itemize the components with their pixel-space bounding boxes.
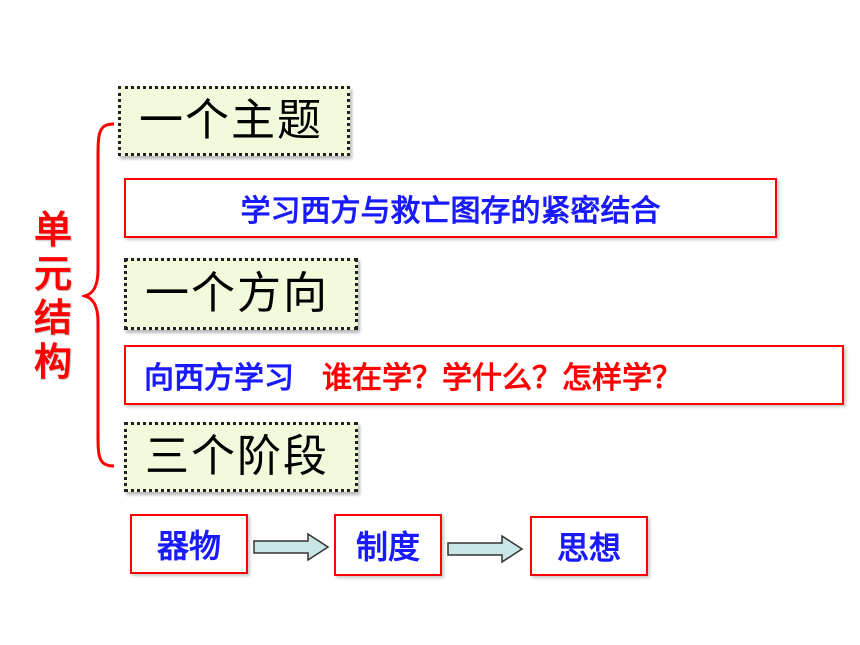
stage-box-2: 制度 <box>334 514 442 576</box>
stages-heading: 三个阶段 <box>145 431 329 482</box>
theme-heading-box: 一个主题 <box>118 86 350 156</box>
direction-content-part1: 向西方学习 <box>144 361 294 396</box>
theme-content-box: 学习西方与救亡图存的紧密结合 <box>124 178 777 238</box>
direction-content-box: 向西方学习 谁在学？学什么？怎样学？ <box>124 345 844 405</box>
unit-structure-label: 单 元 结 构 <box>28 208 78 384</box>
direction-heading: 一个方向 <box>145 268 329 319</box>
direction-content-part2: 谁在学？学什么？怎样学？ <box>322 361 682 396</box>
stage-box-1: 器物 <box>130 514 248 574</box>
label-char-4: 构 <box>33 340 72 384</box>
stage-box-3: 思想 <box>530 516 648 576</box>
stages-heading-box: 三个阶段 <box>124 422 358 492</box>
theme-heading: 一个主题 <box>139 95 323 146</box>
stage-label-1: 器物 <box>156 527 221 565</box>
brace-icon <box>82 122 115 468</box>
right-arrow-icon <box>447 534 524 564</box>
right-arrow-icon <box>253 532 330 562</box>
label-char-3: 结 <box>33 296 72 340</box>
theme-content: 学习西方与救亡图存的紧密结合 <box>240 194 661 229</box>
stage-label-2: 制度 <box>355 528 420 566</box>
direction-heading-box: 一个方向 <box>124 258 358 330</box>
label-char-2: 元 <box>33 252 72 296</box>
label-char-1: 单 <box>33 208 72 252</box>
stage-label-3: 思想 <box>556 529 621 567</box>
